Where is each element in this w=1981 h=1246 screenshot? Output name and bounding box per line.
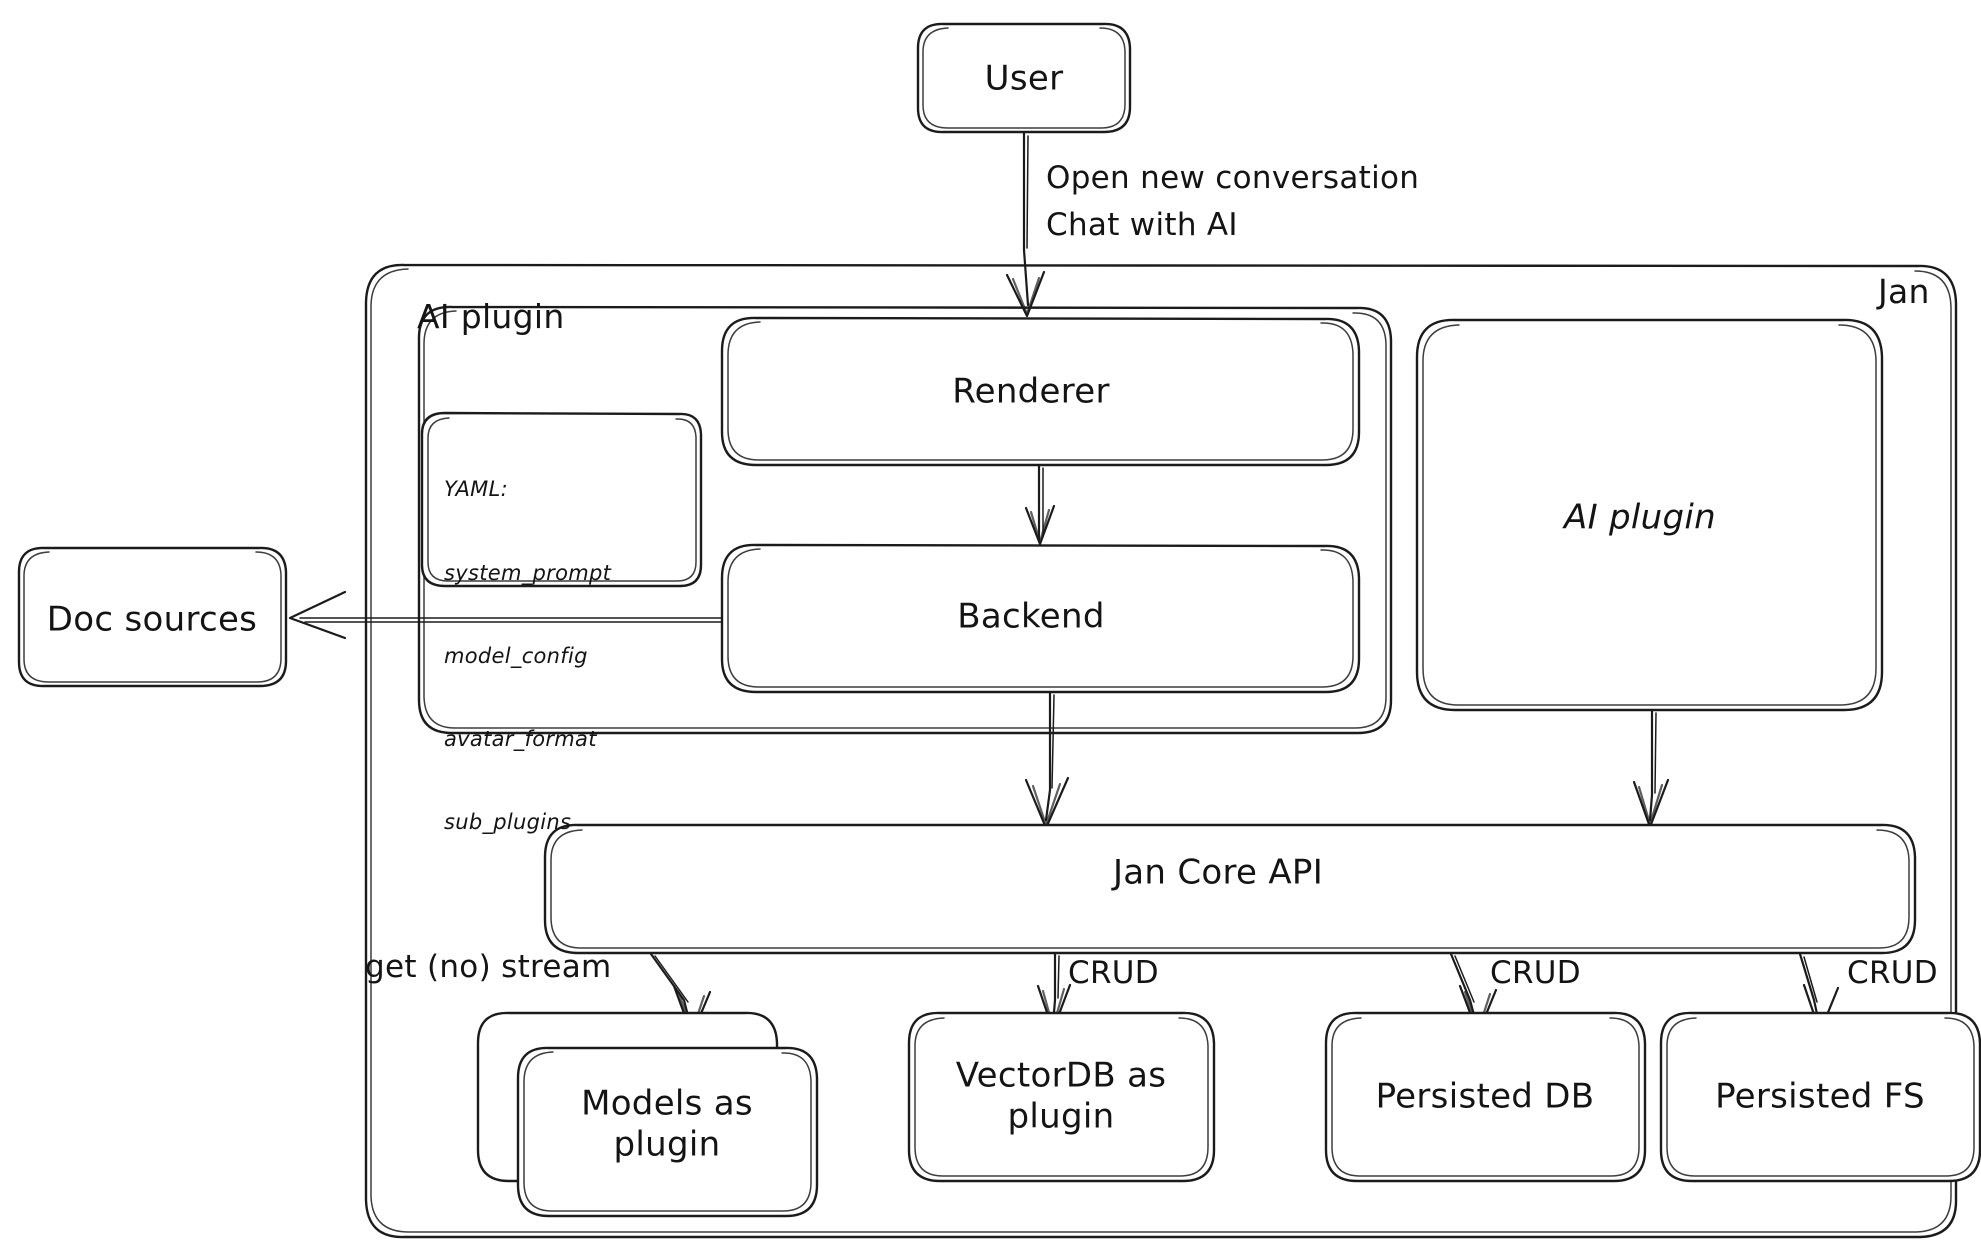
edge-label-chat-with-ai: Chat with AI <box>1046 207 1238 243</box>
yaml-note-key-0: system_prompt <box>444 560 612 585</box>
node-label-persisted-fs: Persisted FS <box>1715 1076 1925 1117</box>
edge-label-crud-vectordb: CRUD <box>1068 955 1159 991</box>
yaml-note-key-3: sub_plugins <box>444 810 572 835</box>
node-label-doc-sources: Doc sources <box>46 599 258 640</box>
edge-label-get-no-stream: get (no) stream <box>365 949 612 985</box>
edge-backend-to-doc-sources <box>288 590 723 640</box>
edge-label-crud-persisted-db: CRUD <box>1490 955 1581 991</box>
node-doc-sources[interactable] <box>17 546 288 688</box>
node-vectordb-as-plugin[interactable] <box>907 1011 1216 1183</box>
container-label-ai-plugin-group: AI plugin <box>417 297 565 336</box>
edge-label-open-new-conversation: Open new conversation <box>1046 160 1420 196</box>
node-persisted-fs[interactable] <box>1659 1011 1981 1183</box>
node-backend[interactable] <box>720 543 1361 694</box>
node-ai-plugin-right[interactable] <box>1415 318 1884 712</box>
node-label-user: User <box>984 58 1064 99</box>
node-user[interactable] <box>916 22 1132 134</box>
node-models-as-plugin[interactable] <box>476 1011 819 1218</box>
yaml-note-text: YAML: system_prompt model_config avatar_… <box>444 421 611 892</box>
yaml-note-box <box>420 411 703 588</box>
node-jan-core-api[interactable] <box>543 823 1917 955</box>
container-label-jan: Jan <box>1878 272 1930 311</box>
edge-label-crud-persisted-fs: CRUD <box>1847 955 1938 991</box>
node-label-persisted-db: Persisted DB <box>1375 1076 1595 1117</box>
node-label-ai-plugin-right: AI plugin <box>1564 497 1716 538</box>
edge-user-to-renderer <box>1005 131 1046 318</box>
node-label-renderer: Renderer <box>952 371 1110 412</box>
node-label-vectordb-as-plugin: VectorDB as plugin <box>955 1055 1167 1137</box>
node-label-jan-core-api: Jan Core API <box>1112 852 1324 893</box>
edge-renderer-to-backend <box>1024 464 1056 546</box>
yaml-note-key-2: avatar_format <box>444 726 597 751</box>
node-persisted-db[interactable] <box>1324 1011 1647 1183</box>
yaml-note-key-1: model_config <box>444 643 588 668</box>
yaml-note-heading: YAML: <box>444 477 508 502</box>
node-label-models-as-plugin: Models as plugin <box>581 1083 753 1165</box>
node-renderer[interactable] <box>720 316 1361 467</box>
node-label-backend: Backend <box>957 596 1105 637</box>
